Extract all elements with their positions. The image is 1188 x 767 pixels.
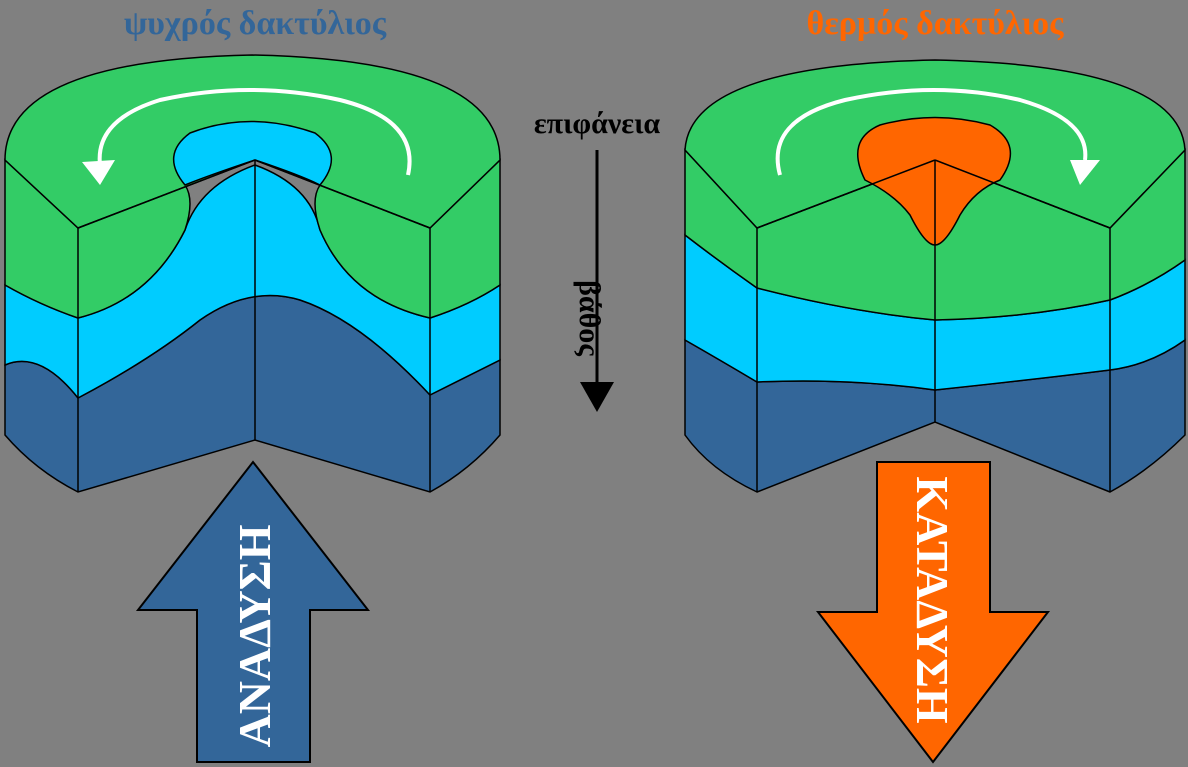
downwelling-arrow: ΚΑΤΑΔΥΣΗ (815, 461, 1051, 764)
surface-label: επιφάνεια (534, 107, 661, 140)
warm-ring-circulation-arrowhead (1070, 160, 1100, 185)
cold-ring-surface-layer-right (314, 158, 501, 319)
warm-ring-cut-left (756, 159, 936, 229)
upwelling-arrow: ΑΝΑΔΥΣΗ (135, 460, 371, 763)
upwelling-arrow-shape (135, 460, 371, 763)
upwelling-label: ΑΝΑΔΥΣΗ (229, 524, 280, 747)
warm-ring-title: θερμός δακτύλιος (807, 5, 1065, 42)
cold-ring-cylinder (4, 54, 501, 493)
cold-ring-surface-layer (4, 158, 191, 319)
cold-ring-circulation-arrowhead (82, 160, 115, 185)
warm-ring-cylinder (684, 59, 1186, 493)
cold-ring-cut-right (254, 159, 431, 229)
depth-axis-arrowhead (580, 382, 614, 412)
warm-ring-cut-right (934, 159, 1111, 229)
cold-ring-cut-left (77, 159, 256, 229)
warm-ring-circulation-arrow (775, 88, 1088, 176)
downwelling-arrow-shape (815, 461, 1051, 764)
cold-ring-title: ψυχρός δακτύλιος (124, 5, 387, 42)
downwelling-label: ΚΑΤΑΔΥΣΗ (907, 476, 958, 724)
depth-label: βάθος (573, 280, 606, 356)
cold-ring-circulation-arrow (97, 88, 412, 176)
warm-ring-core (857, 116, 1012, 246)
